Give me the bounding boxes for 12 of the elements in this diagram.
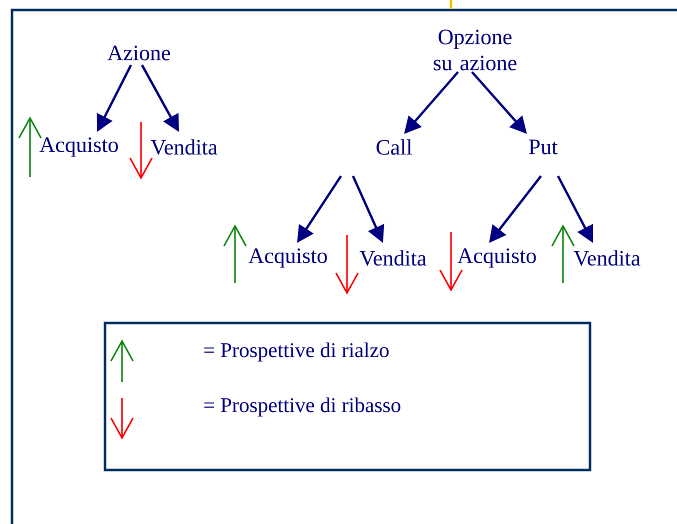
label-text: Acquisto [40, 137, 118, 157]
label-text: Acquisto [248, 248, 327, 268]
label-text: Opzione su azione [434, 30, 516, 70]
legend-text: = Prospettive di ribasso [204, 397, 400, 417]
label-text: Azione [107, 46, 170, 60]
label-text: Acquisto [458, 248, 536, 268]
legend-text: = Prospettive di rialzo [204, 342, 389, 362]
label-text: Vendita [360, 250, 426, 266]
label-text: Vendita [574, 250, 640, 266]
label-text: Vendita [150, 139, 218, 155]
label-text: Put [528, 140, 558, 154]
label-text: Call [376, 139, 412, 155]
